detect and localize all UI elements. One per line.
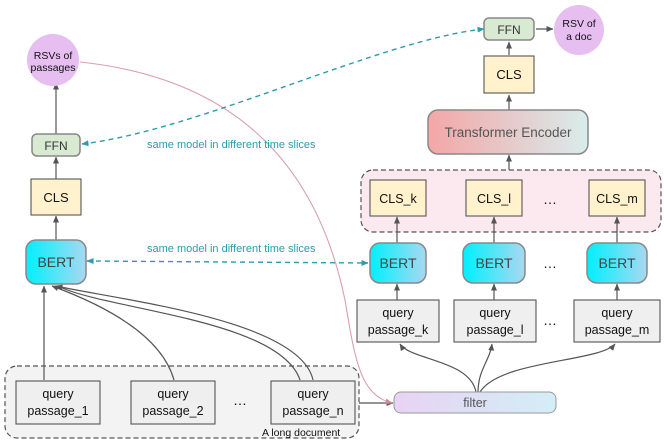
left-ffn-label: FFN xyxy=(44,139,67,153)
left-cls-label: CLS xyxy=(43,190,69,205)
left-passage-1 xyxy=(15,380,101,425)
rsv-doc-line2: a doc xyxy=(566,31,592,43)
left-passage-2-line1: query xyxy=(157,387,189,401)
passage-k-box xyxy=(356,299,440,343)
passage-m-box xyxy=(573,299,661,343)
right-cls-box xyxy=(483,55,535,94)
transformer-encoder-label: Transformer Encoder xyxy=(444,125,572,140)
bert-l-box xyxy=(462,242,526,284)
left-cls-box xyxy=(30,178,82,216)
passage-l-box xyxy=(453,299,537,343)
bert-l-label: BERT xyxy=(475,255,513,271)
transformer-encoder-box xyxy=(427,109,589,155)
cls-k-box xyxy=(369,179,427,217)
passage-m-line1: query xyxy=(601,306,633,320)
passage-l-line2: passage_l xyxy=(467,323,524,337)
cls-l-box xyxy=(465,179,523,217)
rsv-passages-line2: passages xyxy=(31,62,76,74)
filter-box xyxy=(393,391,557,414)
long-document-label: A long document xyxy=(262,427,340,439)
cls-ellipsis: … xyxy=(543,191,557,207)
left-ellipsis: … xyxy=(233,392,247,408)
arrow-filter-to-passagem xyxy=(479,343,616,393)
arrow-passage2-to-bert xyxy=(51,285,175,381)
cls-l-label: CLS_l xyxy=(477,192,511,206)
left-bert-label: BERT xyxy=(37,254,75,270)
left-passage-n-line2: passage_n xyxy=(282,404,343,418)
left-ffn-box xyxy=(31,133,81,157)
passage-m-line2: passage_m xyxy=(585,323,650,337)
bert-k-label: BERT xyxy=(379,255,417,271)
left-bert-box xyxy=(25,239,87,285)
bert-ellipsis: … xyxy=(543,255,557,271)
right-ffn-box xyxy=(483,17,535,41)
passage-l-line1: query xyxy=(479,306,511,320)
right-cls-label: CLS xyxy=(496,67,522,82)
arrow-passagen-to-bert xyxy=(55,284,314,381)
rsv-passages-line1: RSVs of xyxy=(34,50,73,62)
arrow-filter-to-passagel xyxy=(477,343,495,393)
left-passage-1-line2: passage_1 xyxy=(27,404,88,418)
cls-m-box xyxy=(588,179,646,217)
left-passage-2 xyxy=(130,380,216,425)
shared-link-ffn xyxy=(81,26,485,147)
passage-k-line2: passage_k xyxy=(368,323,429,337)
rsv-passages-node xyxy=(27,34,79,86)
bert-k-box xyxy=(369,242,427,284)
rsv-doc-line1: RSV of xyxy=(562,18,595,30)
shared-link-bert xyxy=(86,258,369,266)
shared-note-bert: same model in different time slices xyxy=(147,243,316,255)
right-ffn-label: FFN xyxy=(497,23,520,37)
cls-k-label: CLS_k xyxy=(379,192,417,206)
arrow-filter-to-passagek xyxy=(399,343,477,393)
rsv-doc-node xyxy=(554,5,604,55)
passage-k-line1: query xyxy=(382,306,414,320)
left-passage-2-line2: passage_2 xyxy=(142,404,203,418)
left-passage-n xyxy=(270,380,356,425)
arrow-passagen-to-bert-2 xyxy=(59,286,301,381)
cls-m-label: CLS_m xyxy=(596,192,638,206)
bert-m-box xyxy=(586,242,648,284)
filter-label: filter xyxy=(463,396,487,410)
left-passage-1-line1: query xyxy=(42,387,74,401)
passage-ellipsis: … xyxy=(543,312,557,328)
arrow-rsv-to-filter xyxy=(79,61,393,405)
shared-note-ffn: same model in different time slices xyxy=(147,139,316,151)
left-passage-n-line1: query xyxy=(297,387,329,401)
bert-m-label: BERT xyxy=(598,255,636,271)
